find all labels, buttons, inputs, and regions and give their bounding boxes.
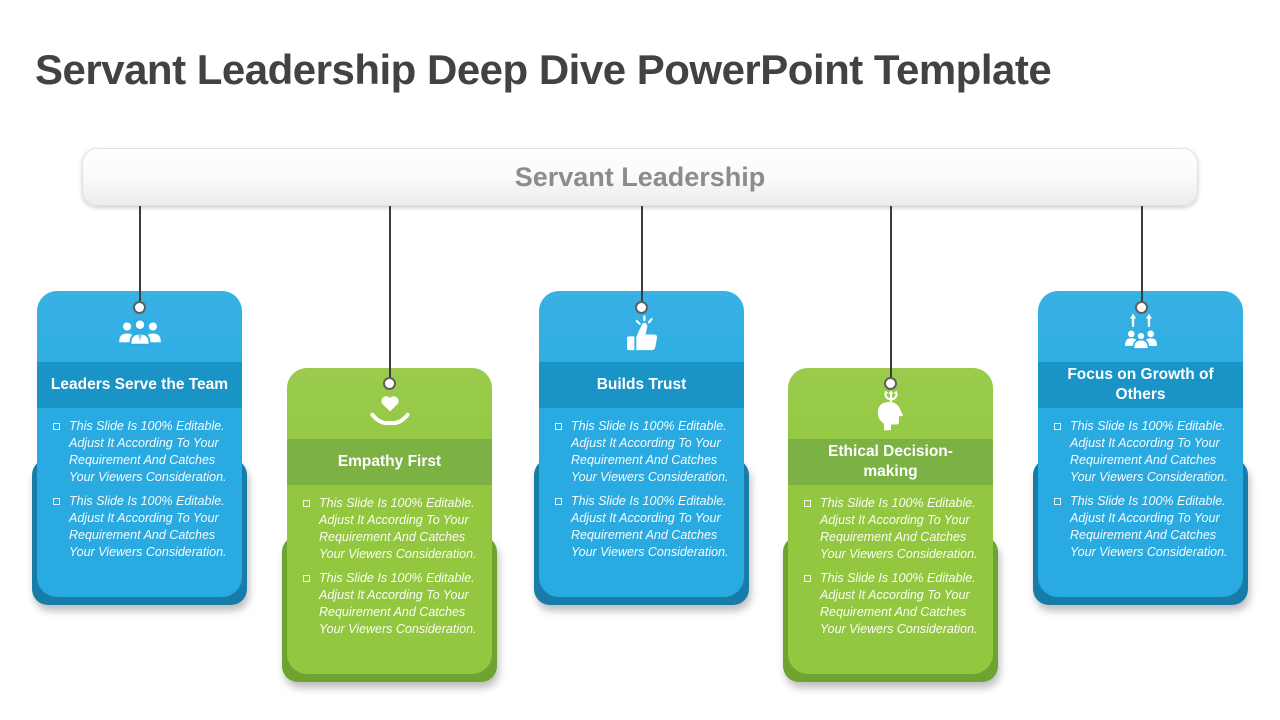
card-front: Builds Trust This Slide Is 100% Editable… [539,291,744,597]
connector-dot-icon [133,301,146,314]
decision-head-icon [788,368,993,439]
bullet-text: This Slide Is 100% Editable. Adjust It A… [69,419,227,484]
square-bullet-icon [804,575,811,582]
square-bullet-icon [53,423,60,430]
connector-line [890,206,892,378]
square-bullet-icon [303,500,310,507]
bullet-text: This Slide Is 100% Editable. Adjust It A… [571,419,729,484]
card-front: Ethical Decision-making This Slide Is 10… [788,368,993,674]
card-focus-on-growth-of-others: Focus on Growth of Others This Slide Is … [1033,291,1248,605]
card-title: Leaders Serve the Team [50,376,229,393]
list-item: This Slide Is 100% Editable. Adjust It A… [801,570,979,638]
bullet-text: This Slide Is 100% Editable. Adjust It A… [319,571,477,636]
card-title-band: Focus on Growth of Others [1038,362,1243,408]
card-title-band: Empathy First [287,439,492,485]
slide-title: Servant Leadership Deep Dive PowerPoint … [35,46,1052,93]
card-title: Ethical Decision-making [828,443,953,480]
card-front: Leaders Serve the Team This Slide Is 100… [37,291,242,597]
card-body: This Slide Is 100% Editable. Adjust It A… [287,485,492,638]
list-item: This Slide Is 100% Editable. Adjust It A… [801,495,979,563]
growth-people-icon [1038,291,1243,362]
square-bullet-icon [1054,423,1061,430]
square-bullet-icon [303,575,310,582]
team-icon [37,291,242,362]
card-title-band: Builds Trust [539,362,744,408]
card-front: Focus on Growth of Others This Slide Is … [1038,291,1243,597]
bullet-text: This Slide Is 100% Editable. Adjust It A… [820,496,978,561]
card-body: This Slide Is 100% Editable. Adjust It A… [539,408,744,561]
card-title-band: Ethical Decision-making [788,439,993,485]
list-item: This Slide Is 100% Editable. Adjust It A… [300,495,478,563]
list-item: This Slide Is 100% Editable. Adjust It A… [1051,418,1229,486]
connector-dot-icon [1135,301,1148,314]
card-builds-trust: Builds Trust This Slide Is 100% Editable… [534,291,749,605]
card-ethical-decision-making: Ethical Decision-making This Slide Is 10… [783,368,998,682]
connector-line [139,206,141,302]
connector-line [641,206,643,302]
hands-heart-icon [287,368,492,439]
list-item: This Slide Is 100% Editable. Adjust It A… [50,418,228,486]
bullet-text: This Slide Is 100% Editable. Adjust It A… [571,494,729,559]
card-title-band: Leaders Serve the Team [37,362,242,408]
card-front: Empathy First This Slide Is 100% Editabl… [287,368,492,674]
list-item: This Slide Is 100% Editable. Adjust It A… [552,493,730,561]
square-bullet-icon [1054,498,1061,505]
connector-dot-icon [884,377,897,390]
card-body: This Slide Is 100% Editable. Adjust It A… [37,408,242,561]
header-bar: Servant Leadership [82,148,1198,206]
square-bullet-icon [53,498,60,505]
bullet-text: This Slide Is 100% Editable. Adjust It A… [69,494,227,559]
square-bullet-icon [804,500,811,507]
bullet-text: This Slide Is 100% Editable. Adjust It A… [319,496,477,561]
card-empathy-first: Empathy First This Slide Is 100% Editabl… [282,368,497,682]
list-item: This Slide Is 100% Editable. Adjust It A… [1051,493,1229,561]
list-item: This Slide Is 100% Editable. Adjust It A… [552,418,730,486]
card-title: Focus on Growth of Others [1067,366,1214,403]
list-item: This Slide Is 100% Editable. Adjust It A… [50,493,228,561]
connector-dot-icon [635,301,648,314]
bullet-text: This Slide Is 100% Editable. Adjust It A… [1070,494,1228,559]
card-title: Builds Trust [596,376,687,393]
square-bullet-icon [555,498,562,505]
card-body: This Slide Is 100% Editable. Adjust It A… [1038,408,1243,561]
card-body: This Slide Is 100% Editable. Adjust It A… [788,485,993,638]
thumbs-up-icon [539,291,744,362]
list-item: This Slide Is 100% Editable. Adjust It A… [300,570,478,638]
card-title: Empathy First [337,453,442,470]
connector-line [1141,206,1143,302]
bullet-text: This Slide Is 100% Editable. Adjust It A… [820,571,978,636]
connector-dot-icon [383,377,396,390]
square-bullet-icon [555,423,562,430]
header-bar-label: Servant Leadership [514,161,766,192]
card-leaders-serve-the-team: Leaders Serve the Team This Slide Is 100… [32,291,247,605]
bullet-text: This Slide Is 100% Editable. Adjust It A… [1070,419,1228,484]
connector-line [389,206,391,378]
